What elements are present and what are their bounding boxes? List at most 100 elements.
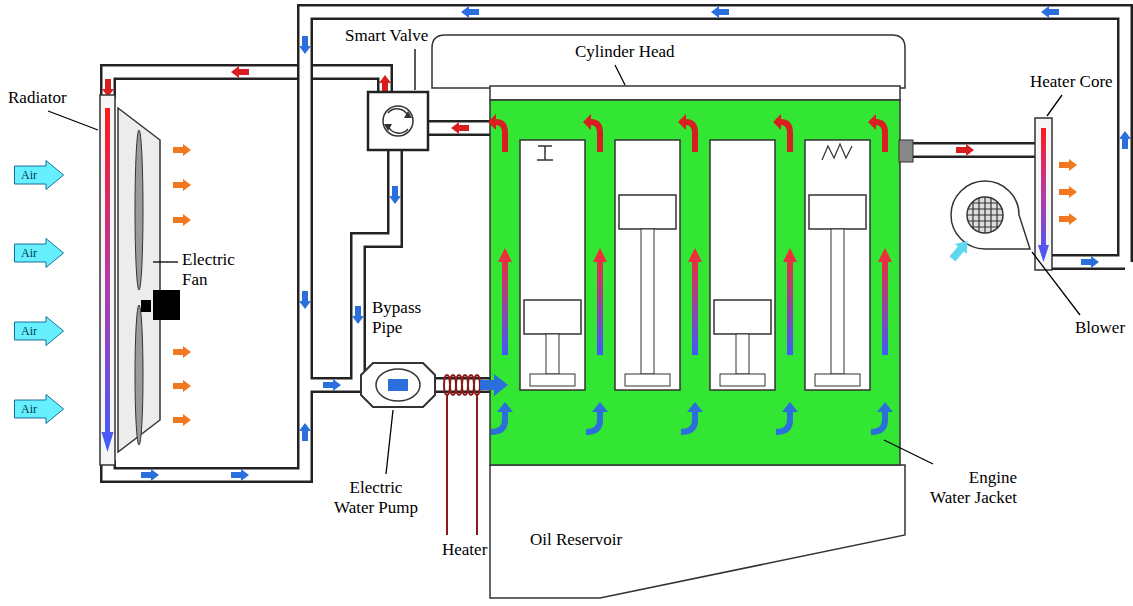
cylinders xyxy=(625,374,670,386)
cylinders xyxy=(524,300,581,334)
air-label: Air xyxy=(21,246,37,260)
leader-lines xyxy=(1032,252,1080,315)
electric-water-pump xyxy=(361,363,435,407)
smart-valve xyxy=(404,111,412,118)
cylinders xyxy=(831,229,844,374)
air-label: Air xyxy=(21,402,37,416)
flow-arrows xyxy=(102,6,1131,481)
engine-block xyxy=(432,35,913,598)
radiator xyxy=(100,95,115,465)
heater-core xyxy=(1035,118,1052,270)
part-label-box: Smart Valve xyxy=(345,26,428,46)
jacket-flow-arrows xyxy=(878,248,892,355)
part-label-box: Electric Water Pump xyxy=(330,478,422,518)
jacket-flow-arrows xyxy=(497,402,513,412)
flow-arrows xyxy=(299,423,311,441)
flow-arrows xyxy=(231,66,249,78)
smart-valve xyxy=(368,92,428,150)
smart-valve xyxy=(383,106,413,136)
leader-lines xyxy=(884,440,933,464)
part-label-box: Oil Reservoir xyxy=(530,530,622,550)
warm-air-arrows xyxy=(1059,159,1077,225)
coolant-pipes xyxy=(108,12,1125,475)
air-label: Air xyxy=(21,324,37,338)
smart-valve xyxy=(368,92,428,150)
jacket-flow-arrows xyxy=(498,248,512,355)
coolant-pipes xyxy=(108,12,1125,475)
part-label: Oil Reservoir xyxy=(530,530,622,550)
heater-coil xyxy=(474,375,480,395)
heater-core xyxy=(1038,128,1049,262)
flow-arrows xyxy=(323,379,341,391)
fan-air-arrows xyxy=(173,380,191,392)
part-label: Heater xyxy=(442,540,487,560)
engine-block xyxy=(490,100,900,465)
part-label: Blower xyxy=(1075,318,1125,338)
electric-water-pump xyxy=(388,379,408,391)
air-arrow: Air xyxy=(14,316,64,346)
part-label-box: Bypass Pipe xyxy=(372,298,427,338)
part-label-box: Radiator xyxy=(8,88,67,108)
fan-air-arrows xyxy=(173,144,191,156)
electric-fan xyxy=(135,305,143,445)
cylinders xyxy=(619,195,676,229)
radiator xyxy=(102,108,114,452)
flow-arrows xyxy=(1041,6,1059,18)
flow-arrows xyxy=(299,291,311,309)
leader-lines xyxy=(414,49,415,90)
leader-lines xyxy=(48,111,98,130)
cylinders xyxy=(530,374,575,386)
jacket-flow-arrows xyxy=(592,402,608,412)
jacket-flow-arrows xyxy=(491,412,885,432)
jacket-flow-arrows xyxy=(868,114,876,130)
flow-arrows xyxy=(231,469,249,481)
heater-core xyxy=(1035,118,1052,270)
engine-block xyxy=(490,86,900,100)
engine-block xyxy=(432,35,905,88)
leader-lines xyxy=(48,49,1080,474)
cylinders xyxy=(641,229,654,374)
electric-fan xyxy=(141,300,151,312)
radiator-feed-pipe xyxy=(108,72,385,98)
electric-fan xyxy=(118,108,160,452)
air-arrow-outline xyxy=(15,317,64,346)
blower xyxy=(947,236,974,264)
jacket-flow-arrows xyxy=(496,122,885,152)
flow-arrows xyxy=(141,469,159,481)
part-label: Smart Valve xyxy=(345,26,428,46)
blower xyxy=(951,181,1030,249)
warm-air-arrows xyxy=(1059,213,1077,225)
flow-arrows xyxy=(451,122,469,134)
jacket-flow-arrows xyxy=(688,248,702,355)
cylinders xyxy=(537,146,553,160)
fan-air-arrows xyxy=(173,214,191,226)
air-arrow-outline xyxy=(15,161,64,190)
flow-arrows xyxy=(389,186,401,204)
flow-arrows xyxy=(379,75,391,93)
jacket-flow-arrows xyxy=(773,114,781,130)
part-label-box: Blower xyxy=(1075,318,1125,338)
warm-air-arrows xyxy=(1059,186,1077,198)
radiator-feed-pipe xyxy=(108,72,385,98)
flow-arrows xyxy=(1081,256,1099,268)
electric-water-pump xyxy=(376,369,420,401)
part-label-box: Engine Water Jacket xyxy=(925,468,1017,508)
electric-fan xyxy=(118,108,180,452)
radiator-feed-pipe xyxy=(108,72,385,98)
coolant-pipes xyxy=(108,12,1125,475)
flow-arrows xyxy=(1119,131,1131,149)
air-arrow: Air xyxy=(14,394,64,424)
part-label-box: Heater xyxy=(442,540,487,560)
cylinders xyxy=(615,140,680,390)
cylinders xyxy=(714,300,771,334)
cylinders xyxy=(822,144,852,160)
electric-fan xyxy=(135,130,143,290)
part-label: Radiator xyxy=(8,88,67,108)
leader-lines xyxy=(386,410,393,474)
cylinders xyxy=(736,334,749,374)
smart-valve xyxy=(388,126,408,133)
jacket-flow-arrows xyxy=(687,402,703,412)
fan-air-arrows xyxy=(173,179,191,191)
